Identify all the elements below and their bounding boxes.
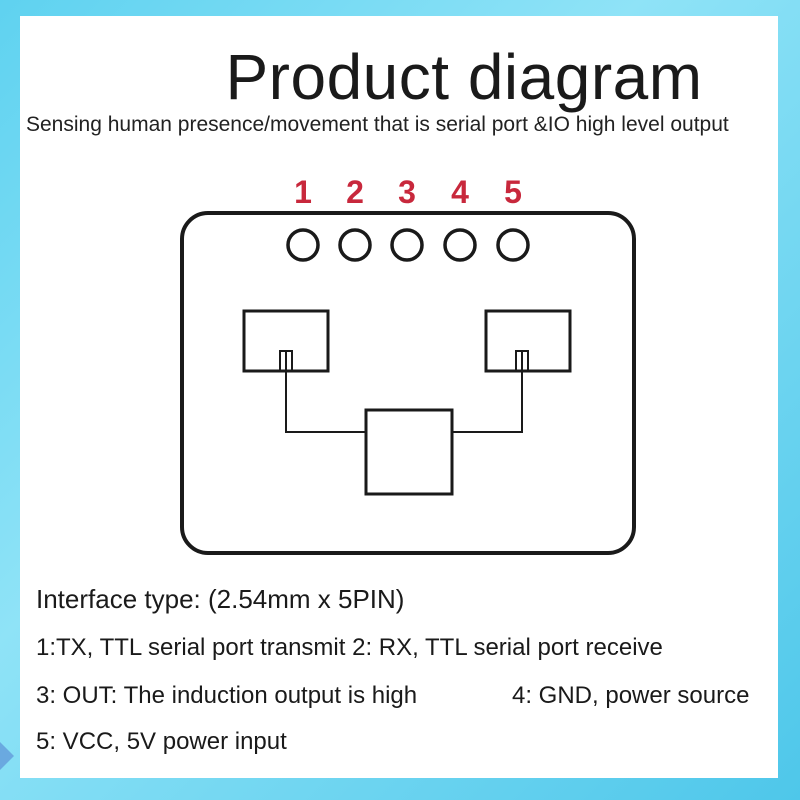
- page-title: Product diagram: [225, 41, 703, 113]
- pin-desc-1-2: 1:TX, TTL serial port transmit 2: RX, TT…: [36, 634, 663, 661]
- pin-label-3: 3: [398, 174, 416, 210]
- pin-label-2: 2: [346, 174, 364, 210]
- board-outline: [180, 211, 636, 555]
- pin-hole-3: [390, 228, 424, 262]
- subtitle: Sensing human presence/movement that is …: [26, 113, 729, 136]
- trace-right-line: [452, 351, 523, 433]
- trace-left-line: [285, 351, 366, 433]
- pin-label-4: 4: [451, 174, 469, 210]
- interface-type: Interface type: (2.54mm x 5PIN): [36, 584, 405, 614]
- pin-desc-5: 5: VCC, 5V power input: [36, 728, 287, 755]
- pin-desc-4: 4: GND, power source: [512, 682, 750, 709]
- pin-desc-3: 3: OUT: The induction output is high: [36, 682, 418, 709]
- corner-accent: [0, 742, 14, 770]
- chip: [364, 408, 454, 496]
- board-drawing: [180, 211, 636, 555]
- pin-label-1: 1: [294, 174, 312, 210]
- pin-hole-2: [338, 228, 372, 262]
- diagram-card: Product diagram Sensing human presence/m…: [20, 16, 778, 778]
- pin-hole-5: [496, 228, 530, 262]
- pin-label-5: 5: [504, 174, 522, 210]
- pin-hole-1: [286, 228, 320, 262]
- pin-hole-4: [443, 228, 477, 262]
